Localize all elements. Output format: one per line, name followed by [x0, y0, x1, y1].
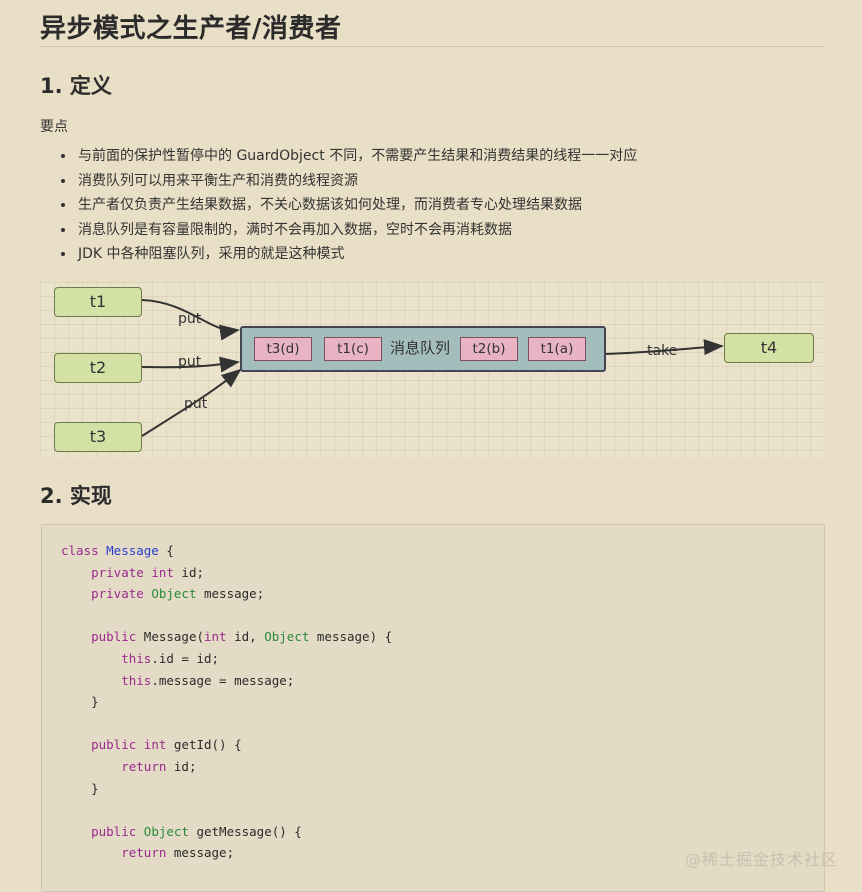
code-token [61, 737, 91, 752]
code-token: class [61, 543, 107, 558]
code-token: public [91, 629, 137, 645]
consumer-node-t4: t4 [724, 333, 814, 363]
edge-label-put: put [178, 311, 202, 327]
code-token [61, 651, 121, 666]
code-block: class Message { private int id; private … [41, 524, 825, 892]
code-line: public int getId() { [61, 735, 242, 755]
code-token [61, 759, 121, 774]
producer-node-t3: t3 [54, 422, 142, 452]
page-title: 异步模式之生产者/消费者 [40, 14, 342, 44]
code-token: .message = message; [151, 672, 295, 688]
code-token: return [121, 759, 167, 774]
edge-t3-put [141, 368, 242, 437]
edge-t1-put [141, 299, 240, 341]
list-item: 生产者仅负责产生结果数据，不关心数据该如何处理，而消费者专心处理结果数据 [76, 193, 637, 218]
section-heading-definition: 1. 定义 [40, 74, 112, 98]
code-token: Message [106, 543, 159, 558]
list-item: JDK 中各种阻塞队列，采用的就是这种模式 [76, 242, 637, 267]
code-line: public Message(int id, Object message) { [61, 627, 392, 647]
diagram-edges [141, 299, 724, 437]
code-token [61, 673, 121, 688]
code-token: Message( [136, 629, 204, 645]
code-token [61, 565, 91, 580]
code-line: public Object getMessage() { [61, 822, 302, 842]
code-line: class Message { [61, 541, 174, 561]
code-line: } [61, 692, 99, 712]
code-line: return id; [61, 757, 196, 777]
code-token: message; [166, 845, 235, 861]
queue-item: t1(c) [324, 337, 382, 361]
producer-node-t2: t2 [54, 353, 142, 383]
code-line: private int id; [61, 563, 204, 583]
queue-label: 消息队列 [390, 339, 451, 357]
code-token: Object [151, 586, 197, 602]
code-token: } [61, 780, 99, 796]
edge-t2-put [141, 356, 240, 373]
key-points-label: 要点 [40, 119, 68, 135]
code-token: int [204, 629, 227, 645]
code-token: getMessage() { [188, 823, 302, 839]
message-queue: t3(d) t1(c) 消息队列 t2(b) t1(a) [240, 326, 606, 372]
code-token: Object [264, 629, 310, 645]
code-token: this [121, 651, 152, 666]
key-points-list: 与前面的保护性暂停中的 GuardObject 不同，不需要产生结果和消费结果的… [40, 144, 637, 267]
code-token: public [91, 737, 137, 753]
list-item: 消息队列是有容量限制的，满时不会再加入数据，空时不会再消耗数据 [76, 218, 637, 243]
producer-consumer-diagram: t1 t2 t3 put put put t3(d) t1(c) 消息队列 t2… [40, 282, 824, 458]
code-line: return message; [61, 843, 234, 863]
code-token: message) { [309, 629, 393, 645]
code-line: this.message = message; [61, 671, 294, 691]
code-token [136, 737, 144, 752]
queue-item: t1(a) [528, 337, 586, 361]
code-line: this.id = id; [61, 649, 219, 669]
code-token: id; [173, 564, 205, 580]
code-token [61, 586, 91, 601]
edge-label-put: put [178, 354, 202, 370]
code-token: id; [166, 759, 197, 774]
code-token: { [158, 543, 174, 558]
title-divider [40, 46, 824, 47]
code-token: int [143, 737, 167, 753]
code-token [61, 845, 121, 860]
section-heading-implementation: 2. 实现 [40, 484, 112, 508]
code-token: message; [196, 586, 265, 602]
code-token: return [121, 845, 167, 861]
code-token: .id = id; [151, 651, 220, 666]
list-item: 消费队列可以用来平衡生产和消费的线程资源 [76, 169, 637, 194]
code-token: this [121, 672, 152, 688]
code-token: int [151, 564, 174, 580]
code-token: public [91, 823, 137, 839]
producer-node-t1: t1 [54, 287, 142, 317]
code-token [136, 824, 144, 839]
code-token: private [91, 564, 144, 580]
code-token [61, 824, 91, 839]
edge-label-take: take [647, 343, 678, 359]
code-token: id, [226, 629, 265, 645]
watermark: @稀土掘金技术社区 [684, 850, 838, 869]
code-token: Object [143, 823, 189, 839]
queue-item: t2(b) [460, 337, 518, 361]
code-token: getId() { [166, 737, 242, 753]
code-token: private [91, 586, 144, 602]
edge-label-put: put [184, 396, 208, 412]
code-line: private Object message; [61, 584, 264, 604]
code-token: } [61, 694, 99, 710]
queue-item: t3(d) [254, 337, 312, 361]
code-token [61, 629, 91, 644]
edge-take [603, 339, 724, 356]
list-item: 与前面的保护性暂停中的 GuardObject 不同，不需要产生结果和消费结果的… [76, 144, 637, 169]
code-line: } [61, 779, 99, 799]
